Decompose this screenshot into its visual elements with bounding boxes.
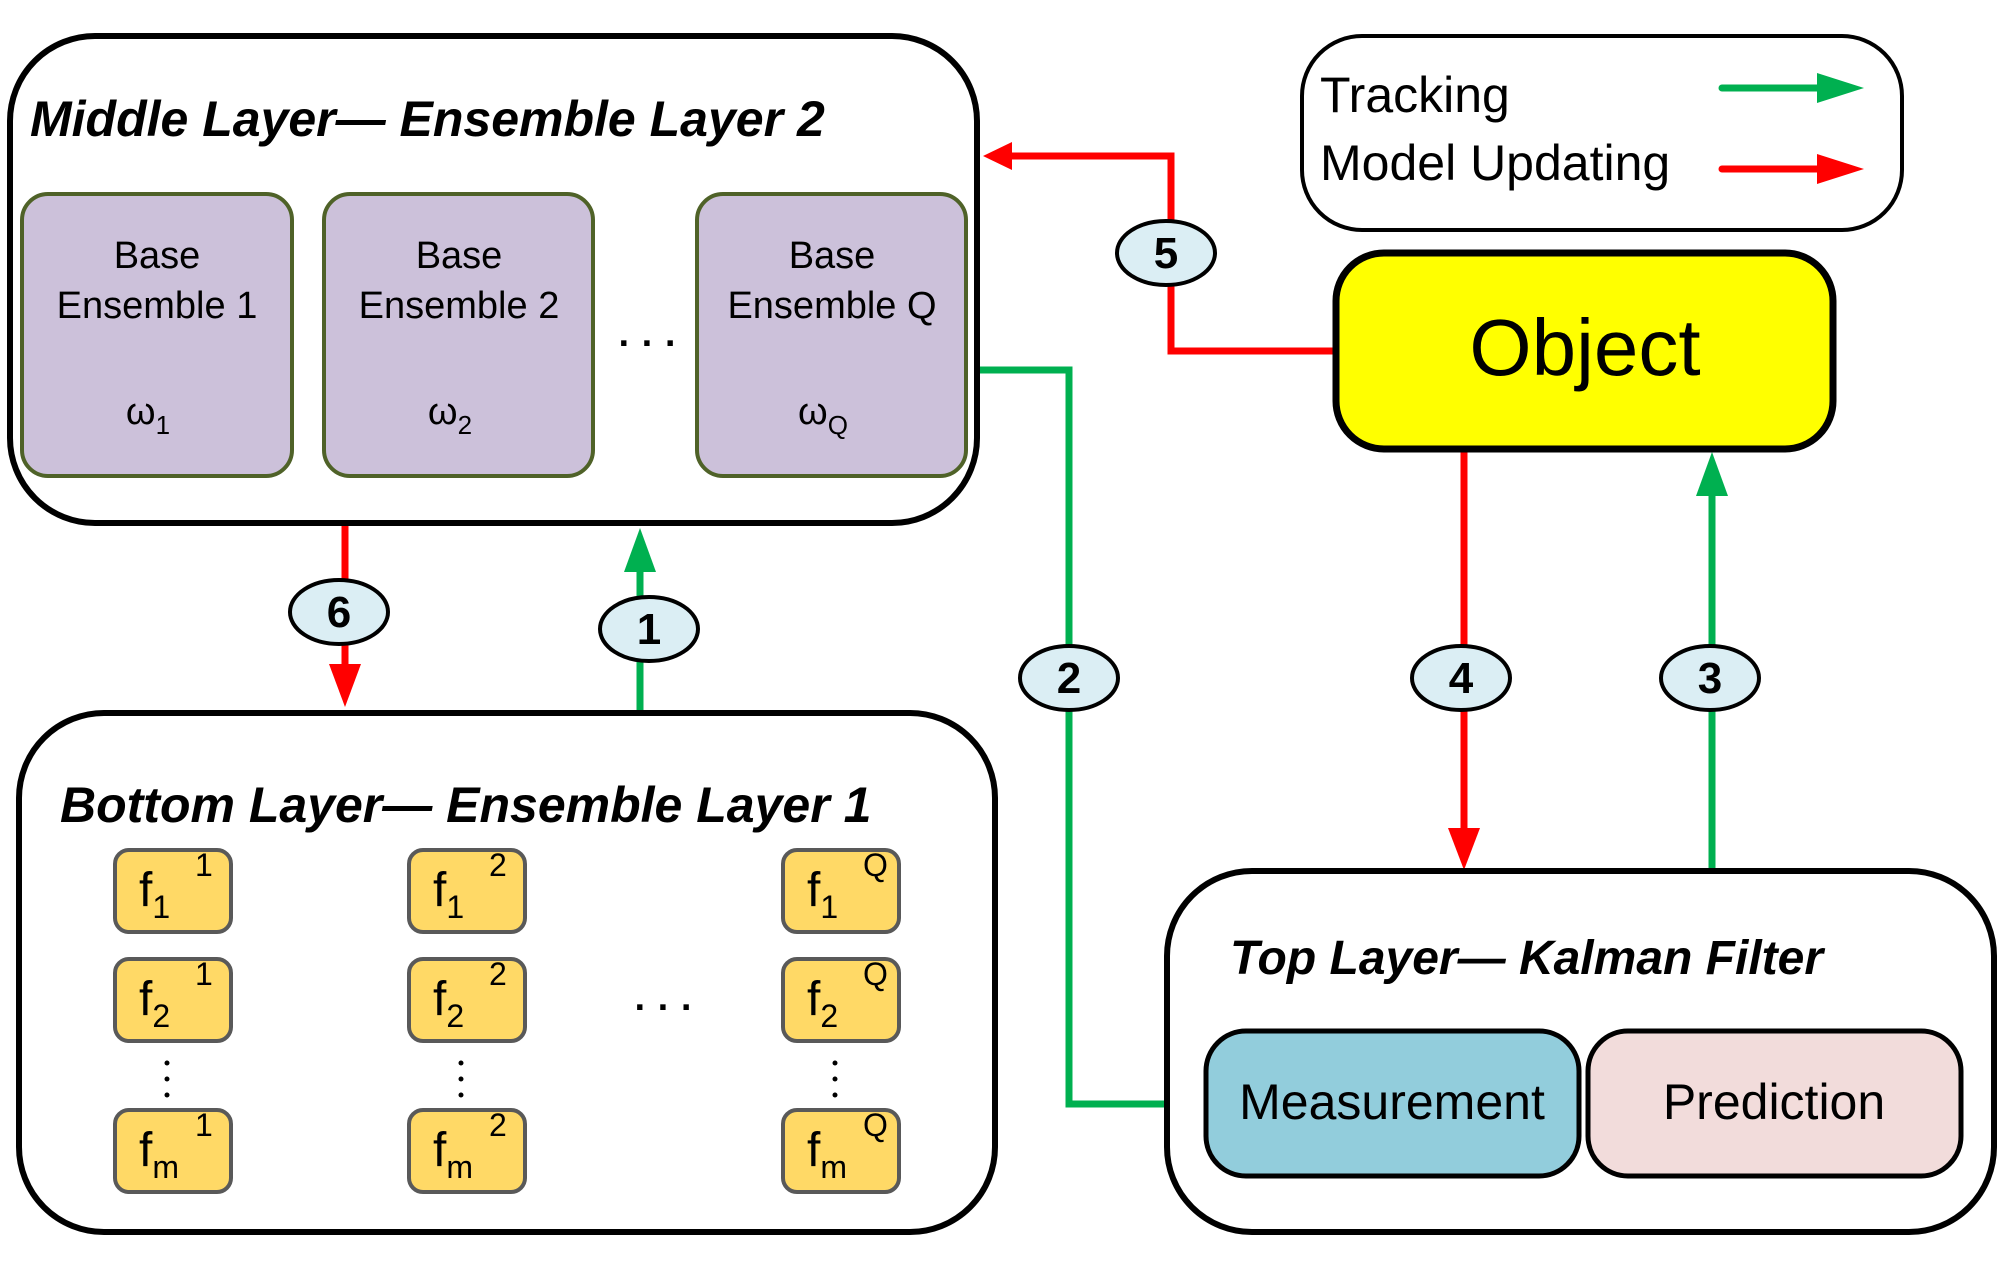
vertical-ellipsis-dot	[458, 1060, 464, 1066]
legend-box	[1300, 34, 1904, 232]
base-ensemble-label-line2: Ensemble Q	[727, 285, 936, 327]
feature-label: f12	[433, 847, 507, 925]
base-ensemble-1: Base Ensemble 1 ω1	[20, 192, 294, 478]
step-badges: 5 6 1 2 4 3	[288, 219, 1761, 712]
middle-layer: Middle Layer— Ensemble Layer 2 Base Ense…	[7, 33, 980, 526]
arrowhead-step-4	[1448, 828, 1480, 870]
feature-box: fmQ	[781, 1107, 901, 1194]
arrowhead-step-3	[1696, 452, 1728, 496]
legend: Tracking Model Updating	[1300, 34, 1904, 232]
feature-label: fm1	[139, 1107, 213, 1185]
connectors	[329, 142, 1728, 1120]
bottom-layer: Bottom Layer— Ensemble Layer 1 f11 f21 fm1…	[16, 710, 998, 1235]
feature-label: f21	[139, 956, 213, 1034]
feature-label: f2Q	[807, 956, 888, 1034]
base-ensemble-weight: ω2	[428, 391, 472, 440]
vertical-ellipsis-dot	[164, 1076, 170, 1082]
base-ensemble-label-line1: Base	[416, 235, 503, 277]
vertical-ellipsis-dot	[832, 1076, 838, 1082]
step-badge-3: 3	[1659, 644, 1761, 712]
svg-text:2: 2	[1057, 654, 1081, 703]
legend-tracking-arrowhead	[1817, 73, 1864, 103]
feature-box: f2Q	[781, 956, 901, 1043]
base-ensemble-label-line1: Base	[114, 235, 201, 277]
feature-label: f22	[433, 956, 507, 1034]
feature-box: f21	[113, 956, 233, 1043]
top-layer: Top Layer— Kalman Filter Measurement Pre…	[1164, 868, 1997, 1235]
measurement-node: Measurement	[1203, 1028, 1582, 1179]
measurement-label: Measurement	[1239, 1074, 1545, 1130]
vertical-ellipsis-dot	[832, 1060, 838, 1066]
legend-model-updating-label: Model Updating	[1320, 135, 1670, 191]
middle-layer-title: Middle Layer— Ensemble Layer 2	[30, 91, 825, 147]
arrowhead-step-1	[624, 528, 656, 572]
base-ensemble-weight: ωQ	[798, 391, 848, 440]
svg-text:5: 5	[1154, 229, 1178, 278]
object-node: Object	[1332, 249, 1837, 453]
feature-box: f11	[113, 847, 233, 934]
feature-grid: f11 f21 fm1 f12 f22 fm2 f1Q f2Q fmQ	[113, 847, 901, 1194]
arrowhead-step-5	[983, 142, 1012, 170]
step-badge-5: 5	[1115, 219, 1217, 287]
prediction-label: Prediction	[1663, 1074, 1885, 1130]
base-ensemble-q: Base Ensemble Q ωQ	[695, 192, 968, 478]
step-badge-4: 4	[1410, 644, 1512, 712]
feature-label: fmQ	[807, 1107, 888, 1185]
base-ensemble-2: Base Ensemble 2 ω2	[322, 192, 595, 478]
feature-box: f22	[407, 956, 527, 1043]
step-badge-1: 1	[598, 595, 700, 663]
step-badge-2: 2	[1018, 644, 1120, 712]
vertical-ellipsis-dot	[458, 1092, 464, 1098]
prediction-node: Prediction	[1585, 1028, 1964, 1179]
top-layer-title: Top Layer— Kalman Filter	[1230, 932, 1825, 985]
vertical-ellipsis-dot	[164, 1092, 170, 1098]
base-ensemble-label-line1: Base	[789, 235, 876, 277]
svg-text:3: 3	[1698, 654, 1722, 703]
base-ensemble-label-line2: Ensemble 2	[359, 285, 560, 327]
feature-box: f1Q	[781, 847, 901, 934]
arrow-step-2	[977, 366, 1172, 1108]
legend-model-updating-arrowhead	[1817, 154, 1864, 184]
object-box	[1332, 249, 1837, 453]
bottom-layer-title: Bottom Layer— Ensemble Layer 1	[60, 777, 871, 833]
legend-tracking-label: Tracking	[1320, 67, 1510, 123]
feature-label: f11	[139, 847, 213, 925]
vertical-ellipsis-dot	[832, 1092, 838, 1098]
feature-box: fm2	[407, 1107, 527, 1194]
svg-text:4: 4	[1449, 654, 1474, 703]
svg-text:6: 6	[327, 588, 351, 637]
feature-box: f12	[407, 847, 527, 934]
feature-box: fm1	[113, 1107, 233, 1194]
feature-label: fm2	[433, 1107, 507, 1185]
arrowhead-step-6	[329, 664, 361, 707]
base-ensemble-weight: ω1	[126, 391, 170, 440]
object-label: Object	[1469, 303, 1700, 392]
vertical-ellipsis-dot	[164, 1060, 170, 1066]
svg-text:1: 1	[637, 605, 661, 654]
step-badge-6: 6	[288, 578, 390, 646]
vertical-ellipsis-dot	[458, 1076, 464, 1082]
bottom-ellipsis: · · ·	[634, 987, 693, 1029]
base-ensemble-label-line2: Ensemble 1	[57, 285, 258, 327]
feature-label: f1Q	[807, 847, 888, 925]
middle-ellipsis: · · ·	[618, 323, 677, 365]
